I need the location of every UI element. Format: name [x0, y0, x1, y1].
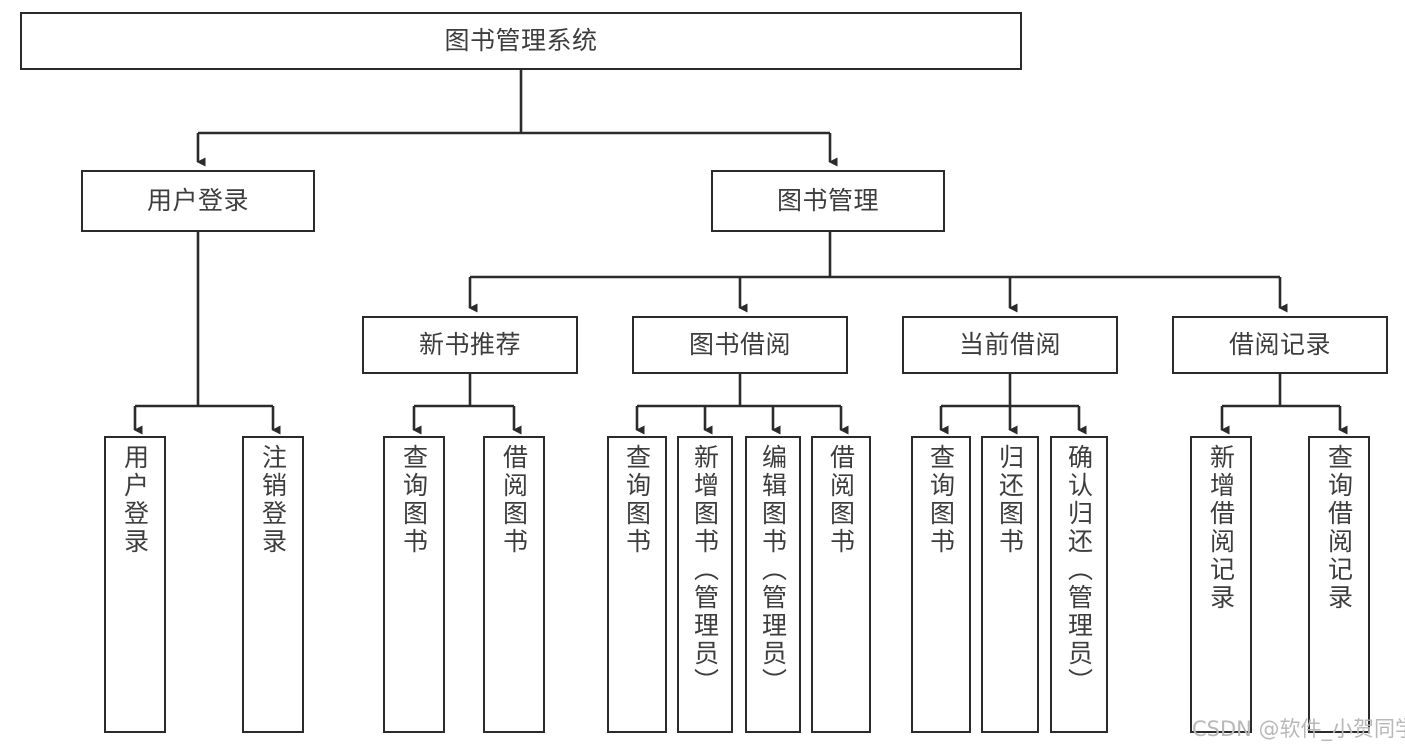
leaf-confirm-return-admin[interactable]: 确认归还（管理员）: [1050, 436, 1108, 733]
node-label: 查询借阅记录: [1324, 444, 1354, 612]
node-label: 归还图书: [995, 444, 1025, 556]
node-label: 借阅记录: [1228, 330, 1331, 359]
leaf-query-book-recommend[interactable]: 查询图书: [383, 436, 445, 733]
node-label: 当前借阅: [958, 330, 1061, 359]
leaf-query-book-current[interactable]: 查询图书: [911, 436, 971, 733]
node-label: 图书管理: [776, 186, 879, 215]
node-label: 用户登录: [146, 186, 249, 215]
node-current-borrow[interactable]: 当前借阅: [902, 316, 1118, 374]
node-label: 编辑图书（管理员）: [758, 444, 788, 696]
node-label: 用户登录: [120, 444, 150, 556]
node-label: 借阅图书: [826, 444, 856, 556]
leaf-query-borrow-record[interactable]: 查询借阅记录: [1308, 436, 1370, 733]
node-label: 查询图书: [926, 444, 956, 556]
node-label: 新增借阅记录: [1206, 444, 1236, 612]
node-label: 确认归还（管理员）: [1064, 444, 1094, 696]
node-book-borrow[interactable]: 图书借阅: [632, 316, 848, 374]
csdn-watermark: CSDN @软件_小贺同学: [1192, 717, 1405, 741]
leaf-edit-book-admin[interactable]: 编辑图书（管理员）: [745, 436, 801, 733]
node-borrow-record[interactable]: 借阅记录: [1172, 316, 1388, 374]
node-new-book-recommend[interactable]: 新书推荐: [362, 316, 578, 374]
node-label: 图书管理系统: [444, 26, 598, 55]
node-label: 查询图书: [399, 444, 429, 556]
node-label: 新增图书（管理员）: [690, 444, 720, 696]
leaf-query-book-borrow[interactable]: 查询图书: [607, 436, 667, 733]
leaf-user-login[interactable]: 用户登录: [104, 436, 166, 733]
leaf-return-book[interactable]: 归还图书: [981, 436, 1039, 733]
node-book-management[interactable]: 图书管理: [711, 170, 945, 232]
node-label: 新书推荐: [418, 330, 521, 359]
leaf-add-borrow-record[interactable]: 新增借阅记录: [1190, 436, 1252, 733]
node-user-login[interactable]: 用户登录: [81, 170, 315, 232]
node-label: 借阅图书: [499, 444, 529, 556]
leaf-logout[interactable]: 注销登录: [242, 436, 304, 733]
node-label: 注销登录: [258, 444, 288, 556]
leaf-borrow-book[interactable]: 借阅图书: [811, 436, 871, 733]
node-label: 图书借阅: [688, 330, 791, 359]
leaf-add-book-admin[interactable]: 新增图书（管理员）: [677, 436, 733, 733]
node-label: 查询图书: [622, 444, 652, 556]
leaf-borrow-book-recommend[interactable]: 借阅图书: [483, 436, 545, 733]
node-root-system[interactable]: 图书管理系统: [20, 12, 1022, 70]
